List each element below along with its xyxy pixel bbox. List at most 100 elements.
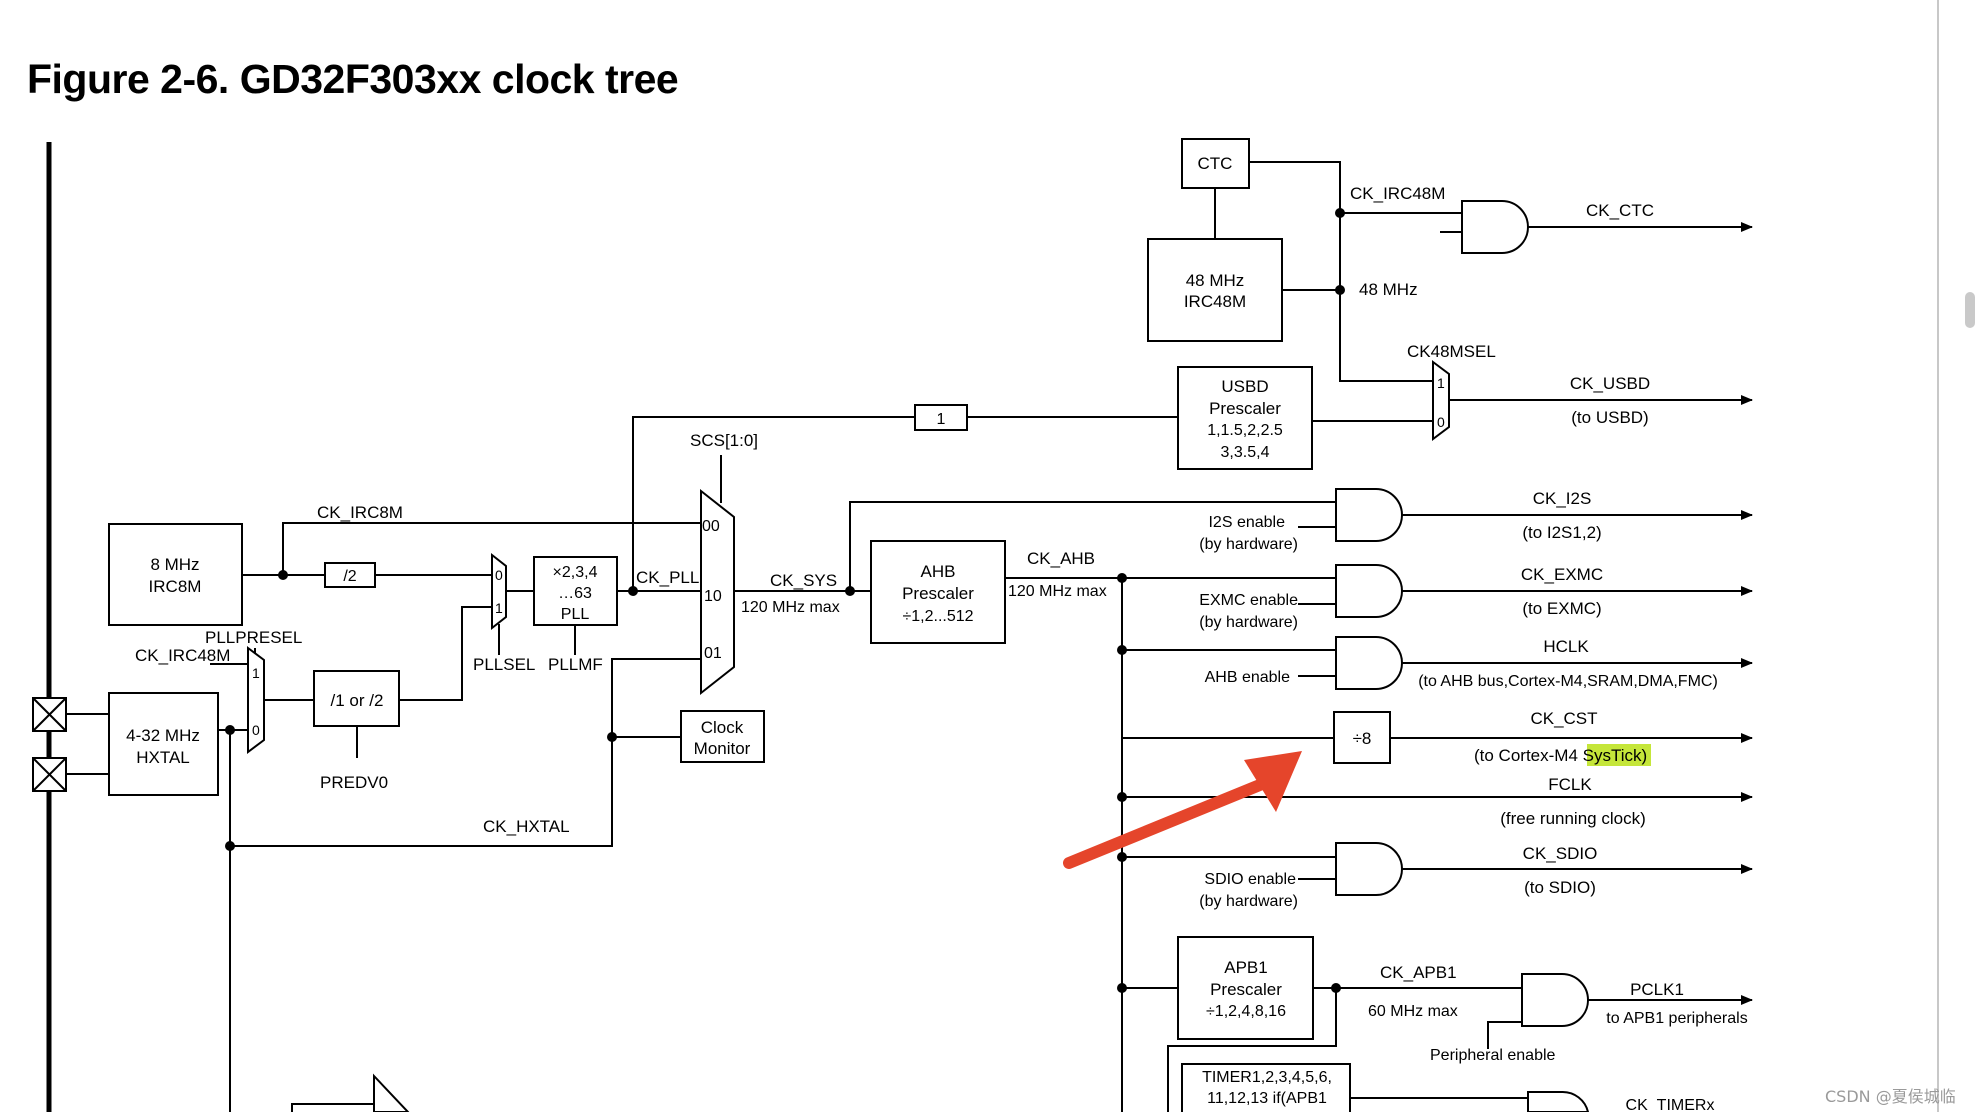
svg-text:Prescaler: Prescaler — [1210, 980, 1282, 999]
svg-text:/2: /2 — [343, 568, 356, 585]
ck-irc8m-label: CK_IRC8M — [317, 503, 403, 522]
pclk1-output: PCLK1 — [1630, 980, 1684, 999]
ck-cst-sub-label: (to Cortex-M4 SysTick) — [1474, 746, 1647, 765]
peripheral-enable-label: Peripheral enable — [1430, 1047, 1556, 1064]
hclk-output: HCLK — [1543, 637, 1589, 656]
svg-text:÷8: ÷8 — [1353, 729, 1372, 748]
exmc-and-gate — [1335, 564, 1403, 618]
ahb-prescaler: AHB Prescaler ÷1,2...512 — [870, 540, 1006, 644]
svg-text:HXTAL: HXTAL — [136, 748, 190, 767]
vertical-scrollbar-track[interactable] — [1937, 0, 1978, 1112]
ck-sdio-output: CK_SDIO — [1523, 844, 1598, 863]
svg-text:01: 01 — [704, 645, 722, 662]
div8-block: ÷8 — [1333, 711, 1391, 764]
svg-text:…63: …63 — [558, 585, 592, 602]
clock-monitor-block: Clock Monitor — [680, 710, 765, 763]
ctc-and-gate — [1461, 200, 1529, 254]
svg-text:×2,3,4: ×2,3,4 — [553, 564, 598, 581]
divide-by-1-block: 1 — [914, 404, 968, 431]
predv0-block: /1 or /2 — [313, 670, 400, 727]
svg-text:÷1,2,4,8,16: ÷1,2,4,8,16 — [1206, 1003, 1286, 1020]
svg-text:1,1.5,2,2.5: 1,1.5,2,2.5 — [1207, 422, 1283, 439]
fclk-output: FCLK — [1548, 775, 1592, 794]
svg-text:/1 or /2: /1 or /2 — [331, 691, 384, 710]
svg-text:IRC48M: IRC48M — [1184, 292, 1246, 311]
systick-highlight — [1587, 744, 1651, 766]
ck-timerx-output: CK_TIMERx — [1626, 1097, 1715, 1112]
svg-text:3,3.5,4: 3,3.5,4 — [1221, 444, 1270, 461]
svg-text:(by hardware): (by hardware) — [1199, 893, 1298, 910]
ck-sys-label: CK_SYS — [770, 571, 837, 590]
ck-cst-output: CK_CST — [1530, 709, 1597, 728]
system-clock-switch — [700, 488, 735, 696]
svg-text:(by hardware): (by hardware) — [1199, 614, 1298, 631]
vertical-scrollbar-thumb[interactable] — [1965, 292, 1975, 328]
figure-title: Figure 2-6. GD32F303xx clock tree — [27, 56, 679, 102]
sdio-enable-label: SDIO enable — [1204, 871, 1296, 888]
ck-ahb-max-label: 120 MHz max — [1008, 583, 1107, 600]
ck-ahb-label: CK_AHB — [1027, 549, 1095, 568]
svg-text:1: 1 — [1437, 375, 1445, 391]
svg-text:(by hardware): (by hardware) — [1199, 536, 1298, 553]
ck-ctc-output: CK_CTC — [1586, 201, 1654, 220]
svg-text:AHB: AHB — [921, 562, 956, 581]
red-annotation-arrow — [1063, 751, 1302, 869]
svg-text:1: 1 — [252, 665, 260, 681]
pll-block: ×2,3,4 …63 PLL — [533, 556, 618, 626]
svg-text:TIMER1,2,3,4,5,6,: TIMER1,2,3,4,5,6, — [1202, 1069, 1332, 1086]
svg-text:Prescaler: Prescaler — [902, 584, 974, 603]
timer-block: TIMER1,2,3,4,5,6, 11,12,13 if(APB1 — [1181, 1063, 1351, 1112]
svg-text:0: 0 — [252, 722, 260, 738]
svg-text:(to EXMC): (to EXMC) — [1522, 599, 1601, 618]
ck-usbd-output: CK_USBD — [1570, 374, 1650, 393]
crystal-pin-top — [32, 697, 67, 732]
pllmf-label: PLLMF — [548, 655, 603, 674]
svg-text:Prescaler: Prescaler — [1209, 399, 1281, 418]
svg-text:11,12,13 if(APB1: 11,12,13 if(APB1 — [1207, 1090, 1327, 1107]
ck-irc48m-top-label: CK_IRC48M — [1350, 184, 1445, 203]
ck-pll-label: CK_PLL — [636, 568, 699, 587]
hclk-and-gate — [1335, 636, 1403, 690]
svg-text:1: 1 — [937, 411, 946, 428]
sdio-and-gate — [1335, 842, 1403, 896]
svg-text:(to I2S1,2): (to I2S1,2) — [1522, 523, 1601, 542]
ck-exmc-output: CK_EXMC — [1521, 565, 1603, 584]
48mhz-label: 48 MHz — [1359, 280, 1418, 299]
ctc-label: CTC — [1198, 154, 1233, 173]
timer-and-gate — [1527, 1090, 1590, 1112]
crystal-pin-bottom — [32, 757, 67, 792]
svg-text:(to AHB bus,Cortex-M4,SRAM,DMA: (to AHB bus,Cortex-M4,SRAM,DMA,FMC) — [1418, 673, 1718, 690]
ck48msel-label: CK48MSEL — [1407, 342, 1496, 361]
svg-text:48 MHz: 48 MHz — [1186, 271, 1245, 290]
apb1-prescaler: APB1 Prescaler ÷1,2,4,8,16 — [1177, 936, 1314, 1040]
svg-text:÷1,2...512: ÷1,2...512 — [902, 608, 973, 625]
pclk1-and-gate — [1521, 973, 1589, 1027]
exmc-enable-label: EXMC enable — [1199, 592, 1298, 609]
div2-block: /2 — [324, 562, 376, 588]
pllpresel-label: PLLPRESEL — [205, 628, 302, 647]
ck-i2s-output: CK_I2S — [1533, 489, 1592, 508]
svg-text:0: 0 — [495, 567, 503, 583]
ctc-block: CTC — [1181, 138, 1250, 189]
svg-text:USBD: USBD — [1221, 377, 1268, 396]
svg-text:to APB1 peripherals: to APB1 peripherals — [1606, 1010, 1747, 1027]
predv0-label: PREDV0 — [320, 773, 388, 792]
svg-text:IRC8M: IRC8M — [149, 577, 202, 596]
svg-text:10: 10 — [704, 588, 722, 605]
ahb-enable-label: AHB enable — [1205, 669, 1290, 686]
svg-text:Clock: Clock — [701, 718, 744, 737]
ck48msel-mux — [1432, 360, 1450, 441]
ck-apb1-label: CK_APB1 — [1380, 963, 1457, 982]
svg-text:8 MHz: 8 MHz — [150, 555, 199, 574]
svg-text:(free running clock): (free running clock) — [1500, 809, 1646, 828]
i2s-enable-label: I2S enable — [1208, 514, 1285, 531]
svg-text:(to USBD): (to USBD) — [1571, 408, 1648, 427]
svg-text:APB1: APB1 — [1224, 958, 1267, 977]
pllpresel-mux — [247, 646, 265, 754]
pllsel-label: PLLSEL — [473, 655, 535, 674]
ck-sys-max-label: 120 MHz max — [741, 599, 840, 616]
hxtal-oscillator: 4-32 MHz HXTAL — [108, 692, 219, 796]
i2s-and-gate — [1335, 488, 1403, 542]
apb1-max-label: 60 MHz max — [1368, 1003, 1458, 1020]
